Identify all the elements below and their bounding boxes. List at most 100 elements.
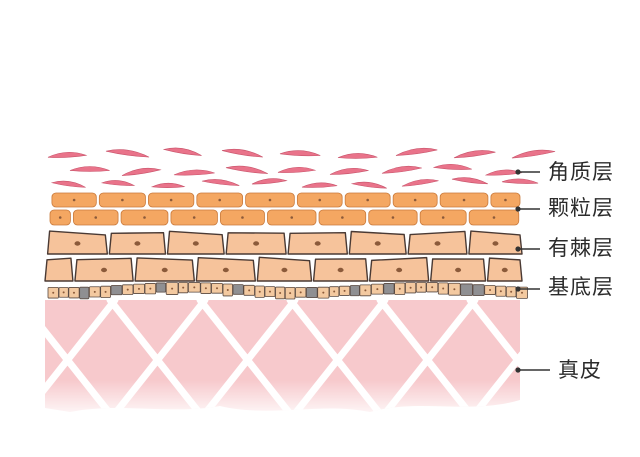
corneocyte-flake bbox=[301, 182, 338, 188]
granular-cell-nucleus bbox=[268, 198, 272, 202]
corneocyte-flake bbox=[50, 180, 86, 188]
spinous-cell-nucleus bbox=[374, 241, 381, 246]
basal-cell-nucleus bbox=[182, 286, 185, 289]
basal-cell-nucleus bbox=[52, 291, 55, 294]
granular-cell-nucleus bbox=[413, 198, 417, 202]
corneocyte-flake bbox=[451, 177, 489, 185]
label-pointers bbox=[515, 169, 550, 373]
granular-cell-nucleus bbox=[341, 216, 344, 219]
corneocyte-flake bbox=[381, 165, 422, 174]
spinous-cell-nucleus bbox=[74, 241, 81, 246]
granulosum-layer bbox=[49, 192, 521, 226]
basal-cell bbox=[349, 285, 360, 297]
label-stratum-corneum: 角质层 bbox=[548, 160, 614, 184]
basal-cell-nucleus bbox=[126, 288, 129, 291]
spinous-cell-nucleus bbox=[396, 267, 403, 273]
spinous-cell-nucleus bbox=[314, 241, 321, 246]
granular-cell-nucleus bbox=[504, 198, 507, 202]
spinous-cell-nucleus bbox=[434, 241, 441, 246]
spinous-cell-nucleus bbox=[253, 241, 260, 246]
basal-cell-nucleus bbox=[248, 289, 251, 292]
spinosum-layer bbox=[44, 230, 523, 282]
basal-cell-nucleus bbox=[279, 291, 282, 294]
granular-cell-nucleus bbox=[72, 198, 76, 202]
corneocyte-flake bbox=[69, 166, 110, 172]
granular-cell-nucleus bbox=[492, 216, 496, 219]
basal-cell-nucleus bbox=[409, 286, 412, 289]
granular-cell-nucleus bbox=[462, 198, 466, 202]
spinous-cell-nucleus bbox=[337, 267, 344, 273]
corneocyte-flake bbox=[225, 165, 268, 174]
spinous-cell-nucleus bbox=[501, 267, 508, 273]
basal-cell-nucleus bbox=[226, 288, 229, 291]
basal-cell-nucleus bbox=[420, 286, 423, 289]
spinous-cell-nucleus bbox=[161, 267, 168, 273]
basal-cell-nucleus bbox=[453, 288, 456, 291]
corneocyte-flake bbox=[251, 178, 288, 185]
spinous-cell-nucleus bbox=[222, 267, 229, 273]
basal-cell-nucleus bbox=[364, 289, 367, 292]
corneocyte-flake bbox=[162, 147, 202, 156]
corneocyte-flake bbox=[501, 178, 539, 184]
corneocyte-flake bbox=[105, 149, 150, 158]
basal-cell bbox=[460, 283, 473, 296]
corneocyte-flake bbox=[277, 167, 317, 173]
granular-cell-nucleus bbox=[192, 216, 196, 219]
granular-cell-nucleus bbox=[218, 198, 222, 202]
basal-cell-nucleus bbox=[268, 290, 271, 293]
corneocyte-flake bbox=[201, 179, 240, 186]
dermis-fade bbox=[40, 380, 525, 420]
corneocyte-flake bbox=[395, 147, 438, 156]
granular-cell-nucleus bbox=[391, 216, 395, 219]
basal-cell bbox=[472, 284, 485, 297]
spinous-cell-nucleus bbox=[455, 267, 462, 273]
label-stratum-granulosum: 颗粒层 bbox=[548, 196, 614, 220]
basal-cell-nucleus bbox=[431, 286, 434, 289]
spinous-cell-nucleus bbox=[134, 241, 141, 246]
basal-cell-nucleus bbox=[193, 286, 196, 289]
granular-cell-nucleus bbox=[290, 216, 294, 219]
basal-cell-nucleus bbox=[499, 290, 502, 293]
granular-cell-nucleus bbox=[169, 198, 173, 202]
spinous-cell-nucleus bbox=[281, 267, 288, 273]
basal-cell bbox=[155, 282, 167, 293]
granular-cell-nucleus bbox=[143, 216, 146, 219]
granular-cell-nucleus bbox=[441, 216, 445, 219]
spinous-cell-nucleus bbox=[492, 241, 499, 246]
corneocyte-flake bbox=[121, 167, 162, 176]
basal-cell-nucleus bbox=[149, 287, 152, 290]
corneocyte-flake bbox=[47, 152, 88, 158]
spinous-cell-nucleus bbox=[192, 241, 199, 246]
basal-cell-nucleus bbox=[104, 290, 107, 293]
basal-cell bbox=[305, 287, 318, 299]
granular-cell-nucleus bbox=[241, 216, 244, 219]
basal-cell-nucleus bbox=[299, 291, 302, 294]
basal-cell-nucleus bbox=[62, 291, 65, 294]
corneocyte-flake bbox=[279, 150, 321, 157]
granular-cell-nucleus bbox=[366, 198, 369, 202]
basal-cell bbox=[110, 285, 123, 296]
corneocyte-flake bbox=[401, 179, 439, 187]
basal-cell-nucleus bbox=[322, 291, 325, 294]
basal-cell-nucleus bbox=[204, 287, 207, 290]
basal-cell-nucleus bbox=[171, 287, 174, 290]
dermis-layer bbox=[0, 300, 525, 420]
corneocyte-flake bbox=[337, 153, 378, 159]
dermis-fiber bbox=[0, 300, 25, 420]
granular-cell-nucleus bbox=[121, 198, 124, 202]
basal-cell-nucleus bbox=[489, 289, 492, 292]
corneocyte-flake bbox=[350, 181, 387, 189]
basale-layer bbox=[47, 282, 528, 300]
spinous-cell-nucleus bbox=[101, 267, 108, 273]
corneocyte-flake bbox=[453, 150, 496, 159]
basal-cell-nucleus bbox=[521, 291, 524, 294]
basal-cell bbox=[383, 283, 395, 295]
basal-cell-nucleus bbox=[216, 287, 219, 290]
dermis-fiber bbox=[45, 300, 119, 412]
basal-cell-nucleus bbox=[72, 291, 75, 294]
corneum-layer bbox=[47, 147, 556, 189]
basal-cell-nucleus bbox=[398, 287, 401, 290]
basal-cell-nucleus bbox=[93, 290, 96, 293]
